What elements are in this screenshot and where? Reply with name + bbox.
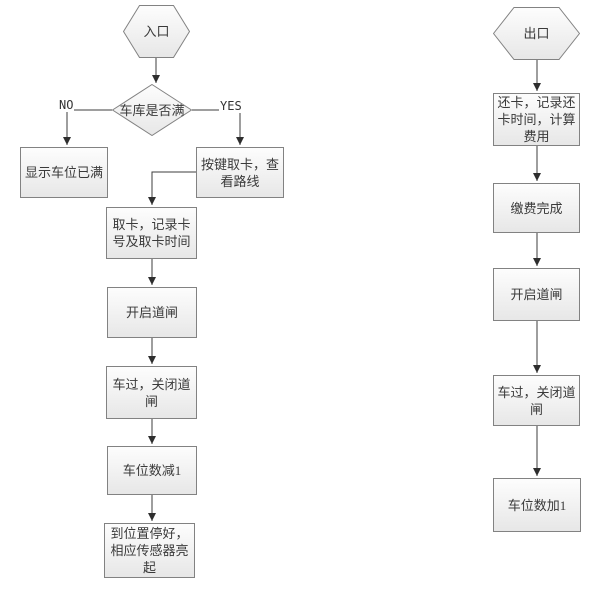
node-open-gate-entry: 开启道闸	[107, 287, 197, 338]
node-close-gate-exit: 车过，关闭道闸	[493, 375, 580, 426]
hexagon-shape	[493, 7, 580, 60]
node-spots-plus-one: 车位数加1	[493, 478, 581, 532]
node-label: 缴费完成	[510, 200, 563, 216]
node-press-for-card: 按键取卡，查看路线	[196, 147, 284, 198]
node-close-gate-entry: 车过，关闭道闸	[106, 366, 197, 419]
node-label: 显示车位已满	[24, 165, 103, 180]
connector-yes-branch	[192, 109, 244, 145]
node-label: 还卡，记录还卡时间，计算费用	[497, 95, 576, 144]
node-label: 按键取卡，查看路线	[200, 156, 279, 189]
branch-label-no: NO	[58, 98, 75, 112]
node-return-card: 还卡，记录还卡时间，计算费用	[493, 93, 580, 146]
node-exit-start: 出口	[493, 7, 580, 60]
node-label: 入口	[143, 24, 170, 39]
node-label: 开启道闸	[510, 287, 563, 302]
connector-no-branch	[63, 109, 112, 145]
node-entry-start: 入口	[123, 5, 190, 58]
node-decision-garage-full: 车库是否满	[112, 84, 192, 136]
node-payment-done: 缴费完成	[493, 183, 580, 233]
node-label: 取卡，记录卡号及取卡时间	[112, 217, 191, 249]
node-take-card: 取卡，记录卡号及取卡时间	[106, 207, 197, 259]
node-label: 出口	[523, 26, 550, 41]
node-spots-minus-one: 车位数减1	[107, 446, 197, 495]
node-lot-full: 显示车位已满	[20, 147, 108, 198]
connector-press-to-takecard	[148, 171, 196, 205]
node-open-gate-exit: 开启道闸	[493, 268, 580, 321]
node-label: 车过，关闭道闸	[497, 384, 576, 417]
node-label: 车过，关闭道闸	[112, 376, 191, 409]
node-label: 车位数加1	[507, 497, 567, 513]
hexagon-shape	[123, 5, 190, 58]
branch-label-yes: YES	[219, 99, 243, 113]
node-label: 到位置停好，相应传感器亮起	[110, 526, 189, 575]
node-label: 开启道闸	[125, 305, 178, 320]
node-label: 车库是否满	[119, 102, 185, 118]
node-park-sensor: 到位置停好，相应传感器亮起	[104, 523, 195, 578]
node-label: 车位数减1	[122, 463, 182, 478]
diamond-shape	[112, 84, 192, 136]
